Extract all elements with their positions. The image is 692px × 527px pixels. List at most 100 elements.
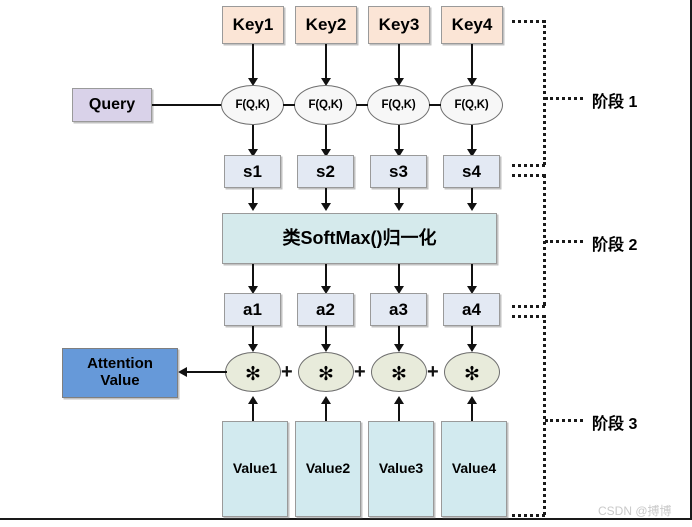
stage-1-bracket-top xyxy=(512,20,545,23)
arrowhead-fqk3-s3 xyxy=(394,149,404,157)
plus-sign-1-label: + xyxy=(281,361,293,383)
value-box-1-label: Value1 xyxy=(232,460,278,477)
connector-value4-mul4 xyxy=(471,404,473,422)
score-box-s4[interactable]: s4 xyxy=(443,155,500,188)
stage-3-label: 阶段 3 xyxy=(592,410,637,434)
arrowhead-s1-softmax xyxy=(248,203,258,211)
connector-fqk1-s1 xyxy=(252,125,254,153)
connector-softmax-a2 xyxy=(325,264,327,288)
plus-sign-2: + xyxy=(354,362,366,382)
function-ellipse-3[interactable]: F(Q,K) xyxy=(367,85,430,125)
attention-value-label: Attention Value xyxy=(87,355,153,389)
score-box-s3-label: s3 xyxy=(389,161,408,181)
connector-fqk3-s3 xyxy=(398,125,400,153)
key-box-3[interactable]: Key3 xyxy=(368,6,430,44)
csdn-watermark: CSDN @搏博 xyxy=(598,502,672,519)
alpha-box-a1[interactable]: a1 xyxy=(224,293,281,326)
arrowhead-fqk1-s1 xyxy=(248,149,258,157)
multiply-ellipse-1[interactable]: ✻ xyxy=(225,352,281,392)
connector-softmax-a3 xyxy=(398,264,400,288)
function-ellipse-1-label: F(Q,K) xyxy=(235,99,270,111)
arrowhead-fqk4-s4 xyxy=(467,149,477,157)
arrowhead-softmax-a2 xyxy=(321,286,331,294)
function-ellipse-1[interactable]: F(Q,K) xyxy=(221,85,284,125)
alpha-box-a1-label: a1 xyxy=(243,299,262,319)
connector-query-fqk1 xyxy=(152,104,224,106)
arrowhead-softmax-a1 xyxy=(248,286,258,294)
stage-1-label-text: 阶段 1 xyxy=(592,94,638,111)
arrowhead-value3-mul3 xyxy=(394,396,404,404)
connector-fqk3-fqk4 xyxy=(429,104,441,106)
connector-s1-softmax xyxy=(252,188,254,206)
function-ellipse-4-label: F(Q,K) xyxy=(454,99,489,111)
stage-3-bracket-top xyxy=(512,315,545,318)
function-ellipse-4[interactable]: F(Q,K) xyxy=(440,85,503,125)
arrowhead-key2-fqk2 xyxy=(321,78,331,86)
connector-key4-fqk4 xyxy=(471,44,473,80)
plus-sign-3: + xyxy=(427,362,439,382)
key-box-2[interactable]: Key2 xyxy=(295,6,357,44)
plus-sign-3-label: + xyxy=(427,361,439,383)
arrowhead-value4-mul4 xyxy=(467,396,477,404)
multiply-ellipse-3[interactable]: ✻ xyxy=(371,352,427,392)
multiply-ellipse-2[interactable]: ✻ xyxy=(298,352,354,392)
arrowhead-s3-softmax xyxy=(394,203,404,211)
connector-s3-softmax xyxy=(398,188,400,206)
score-box-s2-label: s2 xyxy=(316,161,335,181)
arrowhead-a2-mul2 xyxy=(321,344,331,352)
value-box-3[interactable]: Value3 xyxy=(368,421,434,517)
arrowhead-s4-softmax xyxy=(467,203,477,211)
score-box-s1-label: s1 xyxy=(243,161,262,181)
arrowhead-a1-mul1 xyxy=(248,344,258,352)
attention-value-box[interactable]: Attention Value xyxy=(62,348,178,398)
score-box-s3[interactable]: s3 xyxy=(370,155,427,188)
arrowhead-s2-softmax xyxy=(321,203,331,211)
arrowhead-softmax-a3 xyxy=(394,286,404,294)
connector-mul1-attention-value xyxy=(187,371,227,373)
stage-2-label-text: 阶段 2 xyxy=(592,237,638,254)
score-box-s2[interactable]: s2 xyxy=(297,155,354,188)
query-box[interactable]: Query xyxy=(72,88,152,122)
arrowhead-softmax-a4 xyxy=(467,286,477,294)
function-ellipse-3-label: F(Q,K) xyxy=(381,99,416,111)
score-box-s4-label: s4 xyxy=(462,161,481,181)
arrowhead-key3-fqk3 xyxy=(394,78,404,86)
key-box-1-label: Key1 xyxy=(232,15,274,35)
alpha-box-a2[interactable]: a2 xyxy=(297,293,354,326)
arrowhead-value2-mul2 xyxy=(321,396,331,404)
plus-sign-2-label: + xyxy=(354,361,366,383)
multiply-ellipse-4[interactable]: ✻ xyxy=(444,352,500,392)
value-box-4-label: Value4 xyxy=(451,460,497,477)
arrowhead-key4-fqk4 xyxy=(467,78,477,86)
key-box-2-label: Key2 xyxy=(305,15,347,35)
value-box-4[interactable]: Value4 xyxy=(441,421,507,517)
csdn-watermark-text: CSDN @搏博 xyxy=(598,504,672,518)
stage-2-label: 阶段 2 xyxy=(592,231,637,255)
connector-fqk1-fqk2 xyxy=(283,104,295,106)
value-box-2[interactable]: Value2 xyxy=(295,421,361,517)
connector-fqk2-fqk3 xyxy=(356,104,368,106)
alpha-box-a3[interactable]: a3 xyxy=(370,293,427,326)
query-box-label: Query xyxy=(88,96,136,114)
connector-key2-fqk2 xyxy=(325,44,327,80)
stage-3-bracket-bottom xyxy=(512,514,545,517)
softmax-normalization-box[interactable]: 类SoftMax()归一化 xyxy=(222,213,497,264)
stage-1-bracket-bottom xyxy=(512,164,545,167)
plus-sign-1: + xyxy=(281,362,293,382)
value-box-2-label: Value2 xyxy=(305,460,351,477)
key-box-4[interactable]: Key4 xyxy=(441,6,503,44)
alpha-box-a3-label: a3 xyxy=(389,299,408,319)
value-box-1[interactable]: Value1 xyxy=(222,421,288,517)
alpha-box-a2-label: a2 xyxy=(316,299,335,319)
connector-key1-fqk1 xyxy=(252,44,254,80)
function-ellipse-2[interactable]: F(Q,K) xyxy=(294,85,357,125)
connector-value2-mul2 xyxy=(325,404,327,422)
alpha-box-a4[interactable]: a4 xyxy=(443,293,500,326)
multiply-ellipse-4-label: ✻ xyxy=(464,363,480,385)
stage-3-label-text: 阶段 3 xyxy=(592,416,638,433)
multiply-ellipse-1-label: ✻ xyxy=(245,363,261,385)
score-box-s1[interactable]: s1 xyxy=(224,155,281,188)
connector-a3-mul3 xyxy=(398,326,400,346)
stage-1-bracket-connector xyxy=(545,97,583,100)
key-box-1[interactable]: Key1 xyxy=(222,6,284,44)
